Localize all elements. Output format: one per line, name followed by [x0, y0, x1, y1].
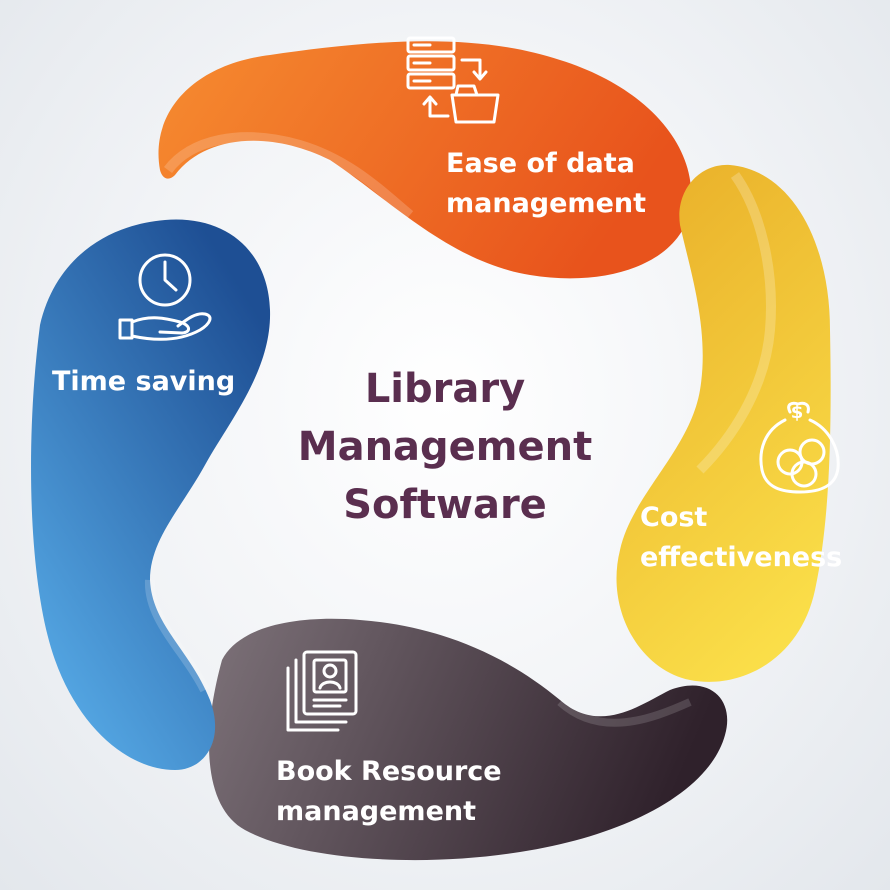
label-time-saving-line-1: Time saving	[52, 366, 236, 397]
clock-hand-icon	[118, 253, 212, 341]
petal-time-saving	[31, 219, 271, 770]
label-book-resource-line-1: Book Resource	[276, 756, 502, 787]
petal-cost-effectiveness	[616, 164, 831, 682]
petal-book-resource	[209, 618, 728, 861]
label-book-resource-line-2: management	[276, 796, 477, 827]
label-time-saving: Time saving	[52, 362, 235, 402]
center-title-line-1: Library	[364, 366, 526, 412]
money-bag-icon: $	[759, 401, 840, 494]
center-title-line-2: Management	[297, 424, 593, 470]
label-cost-effectiveness-line-2: effectiveness	[640, 542, 843, 573]
label-data-management: Ease of data management	[446, 144, 646, 224]
profile-document-icon	[286, 650, 358, 732]
label-data-management-line-2: management	[446, 188, 647, 219]
svg-text:$: $	[791, 402, 804, 423]
center-title: Library Management Software	[270, 360, 620, 534]
center-title-line-3: Software	[343, 482, 547, 528]
label-data-management-line-1: Ease of data	[446, 148, 635, 179]
petal-data-management	[158, 41, 692, 279]
server-folder-icon	[406, 36, 500, 124]
label-cost-effectiveness: Cost effectiveness	[640, 498, 842, 578]
label-book-resource: Book Resource management	[276, 752, 502, 832]
label-cost-effectiveness-line-1: Cost	[640, 502, 708, 533]
